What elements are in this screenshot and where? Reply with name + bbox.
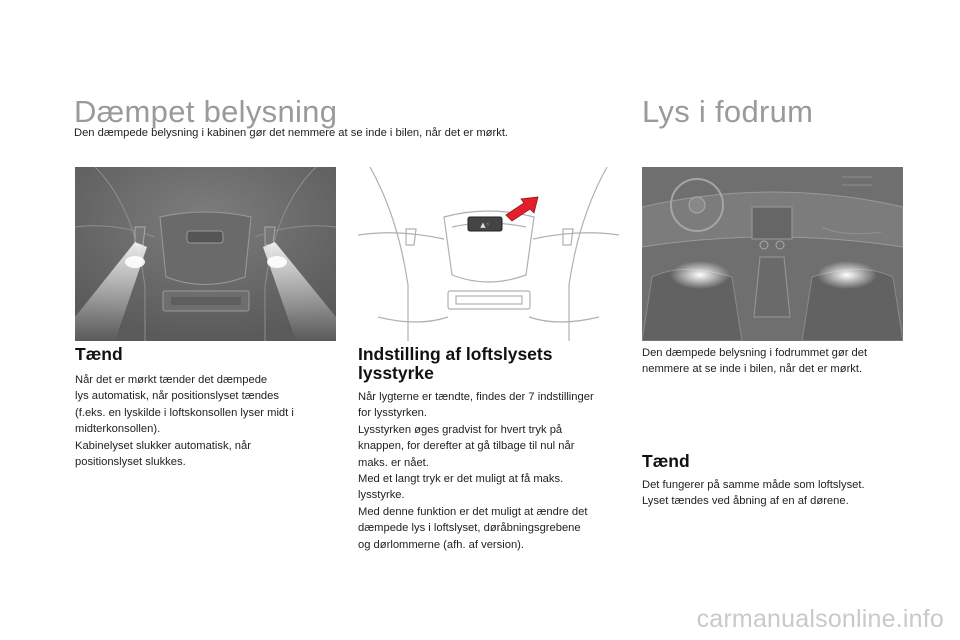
page-title-right: Lys i fodrum xyxy=(642,94,814,129)
text-line: maks. er nået. xyxy=(358,456,429,469)
text-line: Kabinelyset slukker automatisk, når xyxy=(75,439,251,452)
section-text-brightness: Når lygterne er tændte, findes der 7 ind… xyxy=(358,389,628,553)
text-line: Lysstyrken øges gradvist for hvert tryk … xyxy=(358,423,563,436)
text-line: dæmpede lys i loftslyset, døråbningsgreb… xyxy=(358,522,581,535)
text-line: Når lygterne er tændte, findes der 7 ind… xyxy=(358,391,594,403)
text-line: midterkonsollen). xyxy=(75,423,161,436)
text-line: Den dæmpede belysning i fodrummet gør de… xyxy=(642,347,868,359)
text-line: Når det er mørkt tænder det dæmpede xyxy=(75,374,268,386)
text-line: for lysstyrken. xyxy=(358,407,428,420)
text-line: Det fungerer på samme måde som loftslyse… xyxy=(642,479,865,491)
ceiling-lights-illustration xyxy=(75,167,336,341)
text-line: Med denne funktion er det muligt at ændr… xyxy=(358,505,588,518)
text-line: Med et langt tryk er det muligt at få ma… xyxy=(358,473,564,486)
section-text-footwell-on: Det fungerer på samme måde som loftslyse… xyxy=(642,477,912,510)
text-line: og dørlommerne (afh. af version). xyxy=(358,538,525,551)
intro-text: Den dæmpede belysning i kabinen gør det … xyxy=(74,127,509,139)
svg-text:▲◦: ▲◦ xyxy=(480,221,490,229)
section-heading-footwell-on: Tænd xyxy=(642,451,690,471)
text-line: positionslyset slukkes. xyxy=(75,456,186,469)
section-heading-on: Tænd xyxy=(75,344,123,364)
text-line: lys automatisk, når positionslyset tænde… xyxy=(75,390,279,403)
text-line: knappen, for derefter at gå tilbage til … xyxy=(358,440,575,453)
text-line: lysstyrke. xyxy=(358,489,405,502)
pointer-arrow-icon xyxy=(505,196,539,222)
text-line: nemmere at se inde i bilen, når det er m… xyxy=(642,363,863,376)
section-text-on: Når det er mørkt tænder det dæmpede lys … xyxy=(75,372,340,470)
page-title-left: Dæmpet belysning xyxy=(74,94,338,129)
watermark: carmanualsonline.info xyxy=(696,605,944,633)
footwell-intro-text: Den dæmpede belysning i fodrummet gør de… xyxy=(642,345,912,378)
text-line: (f.eks. en lyskilde i loftskonsollen lys… xyxy=(75,406,294,419)
dimmer-button-illustration: ▲◦ xyxy=(358,167,619,341)
footwell-lights-illustration xyxy=(642,167,903,341)
text-line: Lyset tændes ved åbning af en af dørene. xyxy=(642,495,849,508)
section-heading-brightness: Indstilling af loftslysets lysstyrke xyxy=(358,344,553,383)
